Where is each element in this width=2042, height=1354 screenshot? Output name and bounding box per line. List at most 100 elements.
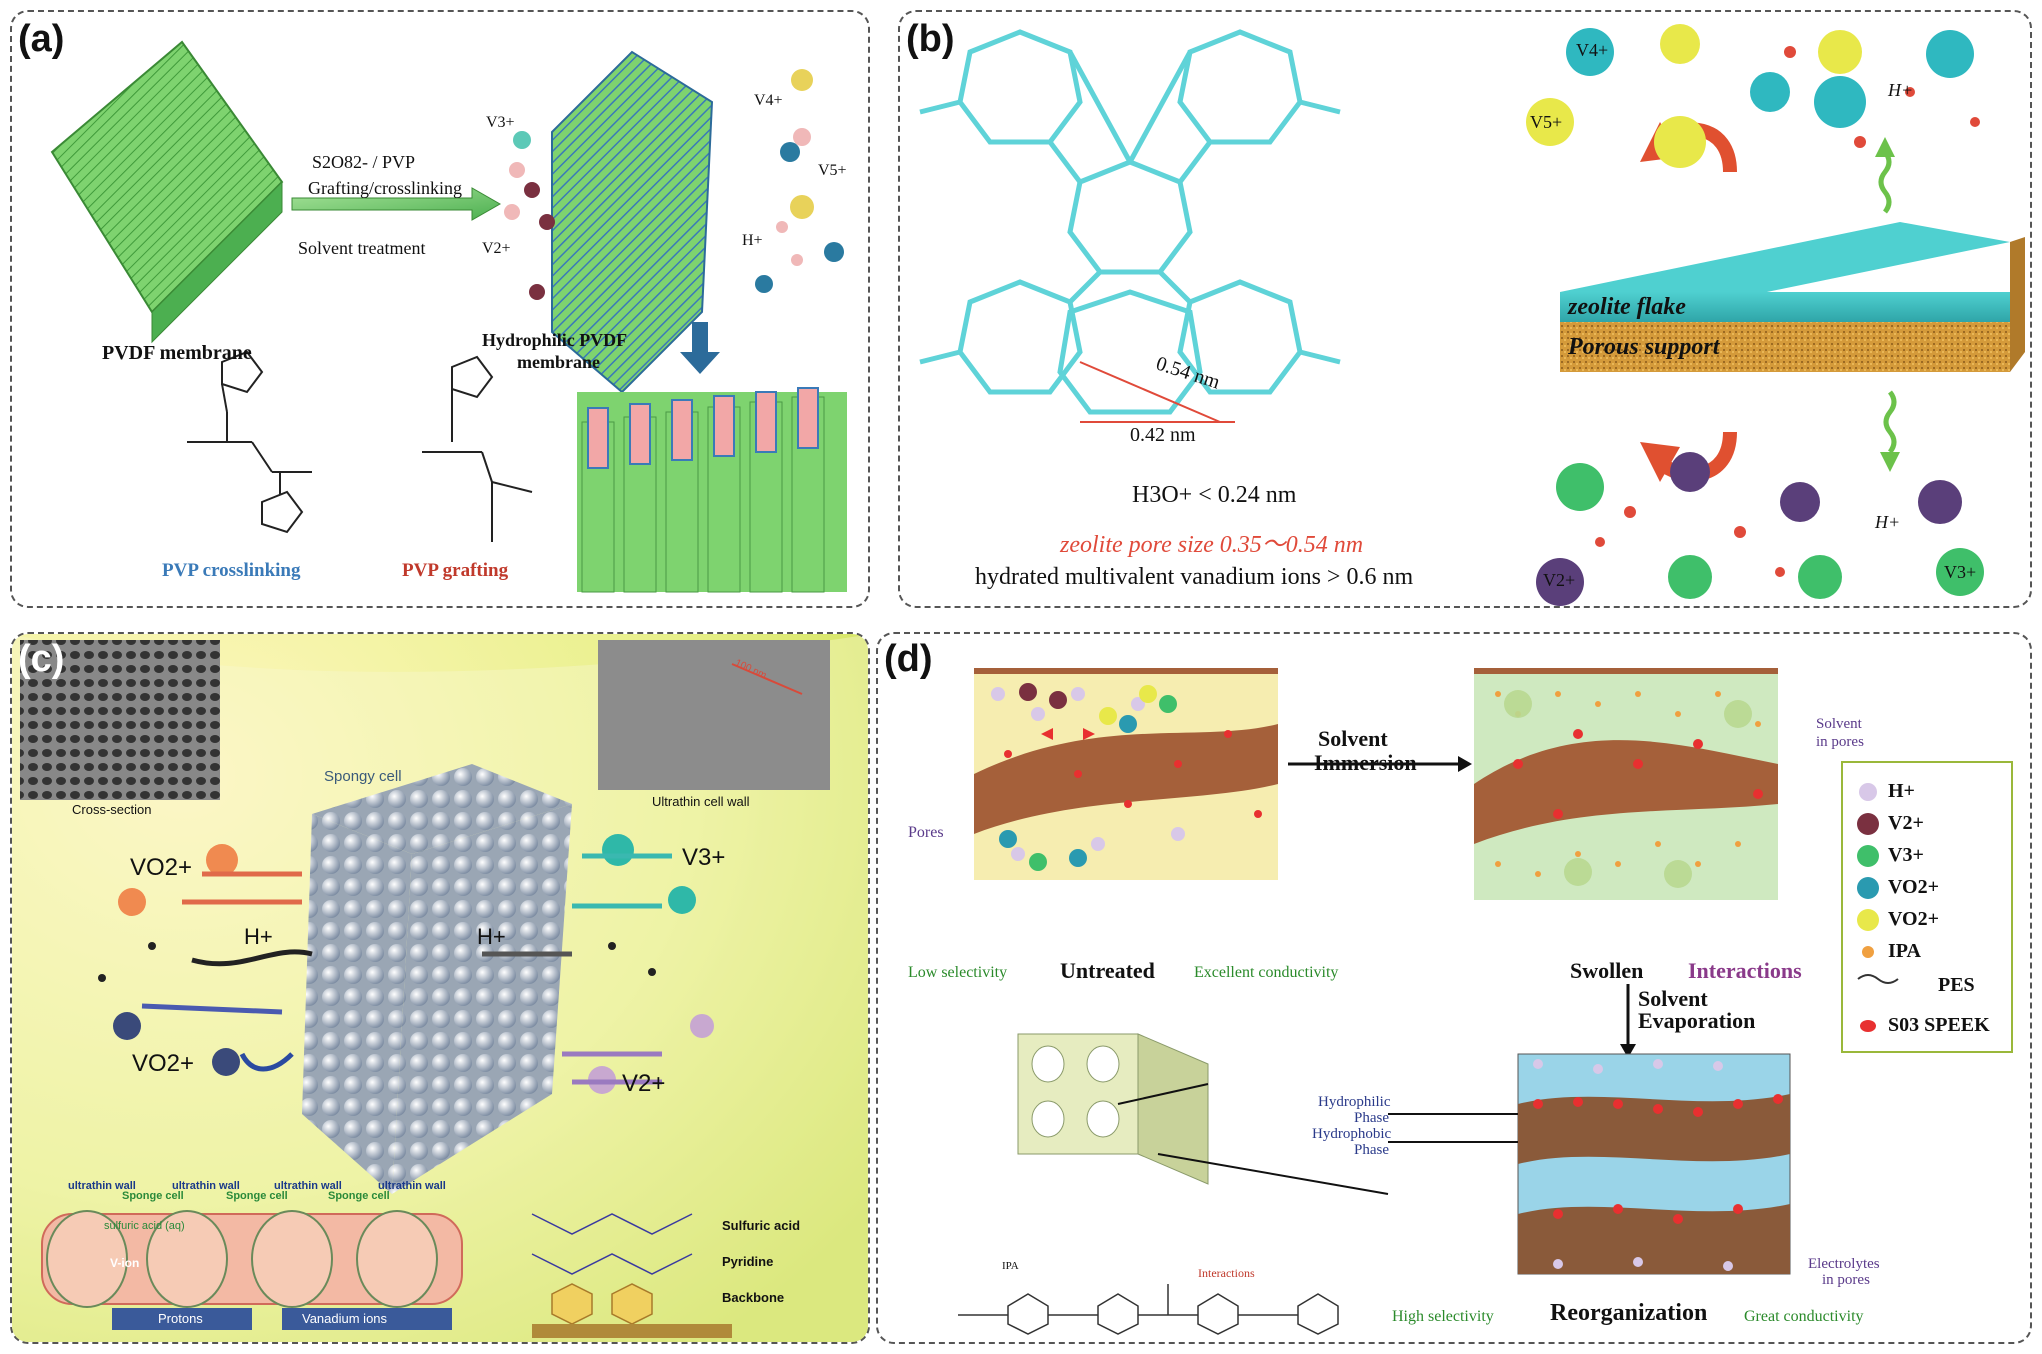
low-selectivity-label: Low selectivity	[908, 964, 1008, 981]
h3o-size-label: H3O+ < 0.24 nm	[1132, 482, 1297, 508]
hydrophilic-label-2: membrane	[517, 352, 600, 372]
chem-ipa-label: IPA	[1002, 1260, 1019, 1272]
solvent-evaporation-1: Solvent	[1638, 986, 1708, 1011]
panel-b-graphics	[919, 24, 2025, 606]
solvent-pores-1: Solvent	[1816, 716, 1862, 732]
swollen-label: Swollen	[1570, 958, 1644, 983]
pvp-crosslinking-label: PVP crosslinking	[162, 560, 301, 581]
hydrophobic-label-1: Hydrophobic	[1312, 1126, 1392, 1142]
chem-interactions-label: Interactions	[1198, 1266, 1255, 1280]
panel-c: (c) Cross-section Spongy cell Ultrathin …	[10, 632, 870, 1344]
ion-label-v2: V2+	[622, 1070, 666, 1097]
hydrophilic-membrane-block	[551, 50, 714, 394]
ion-label-v3: V3+	[486, 114, 515, 131]
zeolite-flake-slab	[1560, 222, 2025, 372]
solvent-evaporation-2: Evaporation	[1638, 1008, 1756, 1033]
ultrathin-wall-sem	[598, 640, 830, 790]
cross-section-sem	[20, 640, 220, 800]
interactions-label: Interactions	[1688, 958, 1802, 983]
pvp-crosslinking-structure	[187, 350, 312, 534]
legend-vo2-plus: VO2+	[1888, 908, 1939, 930]
down-arrow	[680, 322, 720, 374]
proton-arrow-top	[1878, 150, 1892, 214]
ion-label-h-top: H+	[1888, 80, 1914, 100]
acid-label: sulfuric acid (aq)	[104, 1220, 185, 1232]
process-arrow	[291, 187, 502, 221]
reorganization-label: Reorganization	[1550, 1300, 1708, 1326]
reagent-label: S2O82- / PVP	[312, 152, 416, 172]
great-conductivity-label: Great conductivity	[1744, 1308, 1864, 1325]
panel-a-label: (a)	[18, 18, 65, 60]
panel-a: (a) S2O82- / PVP Grafting/crosslinking S…	[10, 10, 870, 608]
panel-d-graphics	[958, 668, 2013, 1335]
legend-vanadium: Vanadium ions	[302, 1311, 388, 1326]
process-label-1: Grafting/crosslinking	[308, 178, 462, 198]
honeycomb-structure	[1017, 1033, 1209, 1185]
wall-label-1: ultrathin wall	[68, 1180, 136, 1192]
ion-label-vo2-plus: VO2+	[130, 854, 193, 881]
vion-label: V-ion	[110, 1256, 140, 1270]
ion-label-h-bottom: H+	[1875, 512, 1901, 532]
pvp-grafting-label: PVP grafting	[402, 560, 509, 581]
high-selectivity-label: High selectivity	[1392, 1308, 1494, 1325]
legend-protons: Protons	[158, 1311, 203, 1326]
ion-label-v3: V3+	[1944, 562, 1977, 582]
pvdf-membrane-block	[50, 40, 284, 314]
excellent-conductivity-label: Excellent conductivity	[1194, 964, 1339, 981]
ion-label-h-right: H+	[477, 924, 506, 949]
solvent-pores-2: in pores	[1816, 734, 1864, 750]
panel-c-graphics	[12, 634, 868, 1342]
process-label-2: Solvent treatment	[298, 238, 426, 258]
hydrophilic-label-1: Hydrophilic PVDF	[482, 330, 628, 350]
acid-pyridine-structure	[531, 1213, 732, 1338]
chem-label-sulfuric: Sulfuric acid	[722, 1218, 801, 1233]
pvdf-membrane-label: PVDF membrane	[102, 342, 252, 364]
spongy-cell-label: Spongy cell	[324, 768, 402, 785]
chem-label-pyridine: Pyridine	[722, 1254, 774, 1269]
legend-box	[1841, 761, 2013, 1053]
wall-label-2: ultrathin wall	[172, 1180, 240, 1192]
ion-label-v3: V3+	[682, 844, 726, 871]
ion-spheres	[504, 69, 844, 300]
panel-b: (b) 0.54 nm 0.42 nm H3O+ < 0.24 nm zeoli…	[898, 10, 2032, 608]
untreated-label: Untreated	[1060, 958, 1155, 983]
ions-bottom	[1536, 452, 1984, 606]
panel-d: (d) Solvent Immersion Pores Solvent in p…	[876, 632, 2032, 1344]
ions-top	[1526, 24, 1980, 168]
cell-label-3: Sponge cell	[328, 1190, 390, 1202]
legend-v2: V2+	[1888, 812, 1924, 834]
electrolytes-label-2: in pores	[1822, 1272, 1870, 1288]
cylinder-array	[577, 387, 847, 593]
pore-size-label: zeolite pore size 0.35～0.54 nm	[1060, 532, 1364, 558]
legend-swatches	[1857, 783, 1899, 1032]
speek-ipa-structure	[958, 1284, 1339, 1335]
hydrophilic-label-1: Hydrophilic	[1318, 1094, 1391, 1110]
untreated-membrane-box	[974, 668, 1278, 880]
ion-label-v5: V5+	[818, 162, 847, 179]
ion-spheres	[98, 834, 714, 1094]
vanadium-size-label: hydrated multivalent vanadium ions > 0.6…	[975, 564, 1414, 590]
ion-label-v5: V5+	[1530, 112, 1563, 132]
pvp-grafting-structure	[422, 355, 533, 542]
ion-label-v4: V4+	[754, 92, 783, 109]
solvent-immersion-1: Solvent	[1318, 726, 1388, 751]
channel-diagram	[41, 1210, 463, 1330]
cell-label-1: Sponge cell	[122, 1190, 184, 1202]
panel-b-label: (b)	[906, 18, 955, 60]
dimension-label-2: 0.42 nm	[1130, 424, 1196, 446]
solvent-immersion-2: Immersion	[1314, 750, 1417, 775]
hydrophobic-label-2: Phase	[1354, 1142, 1389, 1158]
legend-vo2: VO2+	[1888, 876, 1939, 898]
electrolytes-label-1: Electrolytes	[1808, 1256, 1880, 1272]
panel-a-graphics	[50, 40, 847, 593]
zeolite-framework	[919, 29, 1341, 415]
chem-label-backbone: Backbone	[722, 1290, 785, 1305]
legend-ipa: IPA	[1888, 940, 1921, 962]
panel-d-label: (d)	[884, 638, 933, 680]
proton-arrow-bottom	[1883, 390, 1897, 454]
legend-speek: S03 SPEEK	[1888, 1014, 1990, 1036]
ultrathin-wall-label: Ultrathin cell wall	[652, 794, 750, 809]
legend-v3: V3+	[1888, 844, 1924, 866]
ion-label-v4: V4+	[1576, 40, 1609, 60]
cell-label-2: Sponge cell	[226, 1190, 288, 1202]
